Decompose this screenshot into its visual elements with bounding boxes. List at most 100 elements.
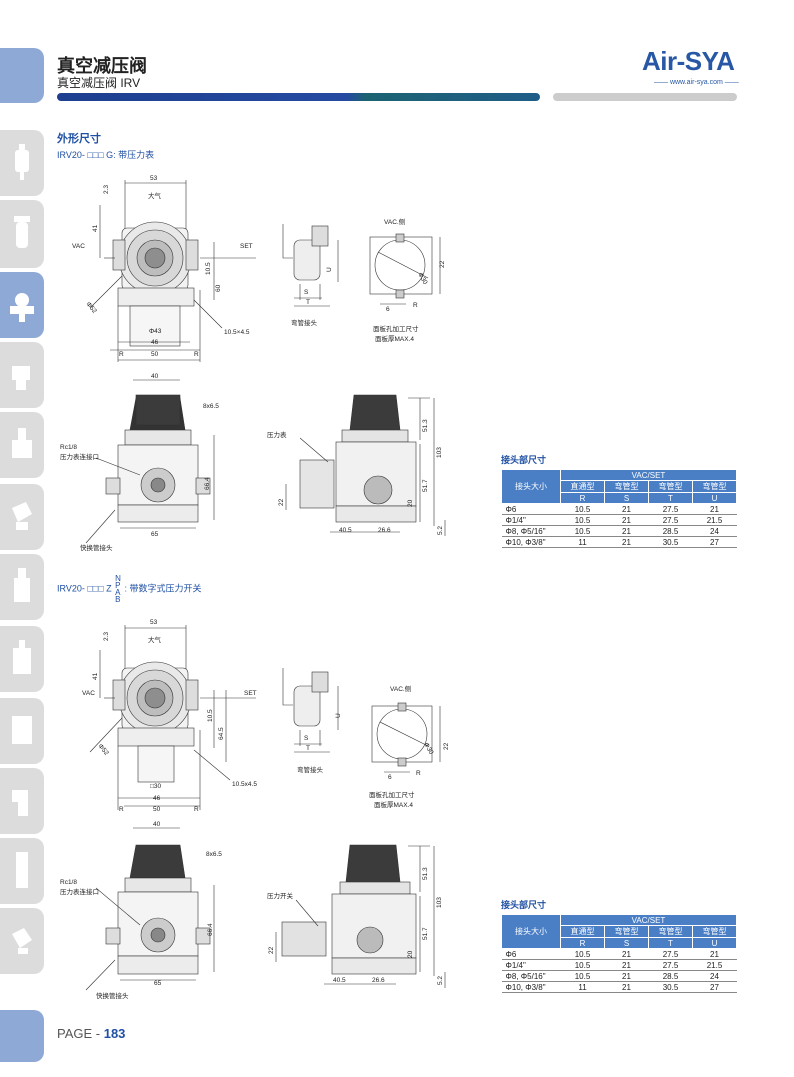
sidebar-tab-6[interactable]	[0, 484, 44, 550]
table-cell: 21	[604, 959, 649, 971]
table-cell: 21.5	[692, 959, 737, 971]
letter-p: P	[115, 581, 121, 590]
table-row: Φ6 10.5 21 27.5 21	[501, 503, 737, 515]
brand-url: —— www.air-sya.com ——	[654, 79, 739, 86]
panel-r: R	[413, 302, 418, 309]
elbow2-u: U	[335, 713, 342, 718]
elbow-icon	[10, 782, 34, 822]
panel2-vac-side: VAC.侧	[390, 684, 411, 693]
table-cell: 21	[604, 536, 649, 548]
elbow-drawing-1	[282, 224, 339, 307]
side2-dim-103: 103	[436, 897, 443, 908]
set2-label: SET	[244, 690, 257, 697]
page-title: 真空减压阀	[57, 56, 147, 76]
table-cell: 10.5	[560, 525, 605, 537]
sidebar-tab-3-active[interactable]	[0, 272, 44, 338]
front2-dim-40: 40	[153, 821, 161, 828]
sidebar-tab-9[interactable]	[0, 698, 44, 764]
side-dim-26-6: 26.6	[378, 527, 391, 534]
panel2-dim-22: 22	[443, 742, 450, 750]
sidebar-tab-11[interactable]	[0, 838, 44, 904]
table2-size: Φ10, Φ3/8"	[501, 981, 561, 993]
dim-slot: 10.5×4.5	[224, 329, 250, 336]
top-view-1	[89, 180, 256, 362]
table2-col-2: 弯管型	[648, 925, 693, 938]
table-cell: 11	[560, 536, 605, 548]
table-cell: 30.5	[648, 536, 693, 548]
dim-2-3: 2.3	[103, 185, 110, 194]
panel-dim-22: 22	[439, 260, 446, 268]
table1-size: Φ10, Φ3/8"	[501, 536, 561, 548]
table-cell: 27.5	[648, 514, 693, 526]
side-dim-103: 103	[436, 447, 443, 458]
elbow2-s: S	[304, 735, 309, 742]
sidebar-tab-5[interactable]	[0, 412, 44, 478]
side2-dim-40-5: 40.5	[333, 977, 346, 984]
panel-phi30: Φ30	[416, 272, 428, 287]
table2-letter-t: T	[648, 937, 693, 949]
front-rc: Rc1/8	[60, 444, 77, 451]
side-dim-51-7: 51.7	[422, 479, 429, 492]
sidebar-tab-1[interactable]	[0, 130, 44, 196]
dim2-phi52: Φ52	[96, 743, 110, 757]
fitting-icon	[10, 356, 34, 396]
table1-col-1: 弯管型	[604, 480, 649, 493]
side-dim-40-5: 40.5	[339, 527, 352, 534]
table-row: Φ1/4" 10.5 21 27.5 21.5	[501, 514, 737, 526]
table-cell: 30.5	[648, 981, 693, 993]
sidebar-tab-top[interactable]	[0, 48, 44, 103]
table-cell: 27.5	[648, 948, 693, 960]
panel-cutout-1	[369, 233, 441, 305]
front2-dim-66-4: 66.4	[207, 923, 214, 936]
table1-col-0: 直通型	[560, 480, 605, 493]
elbow-t: T	[306, 299, 310, 306]
brand-logo: Air-SYA	[642, 46, 735, 76]
table-cell: 21	[692, 503, 737, 515]
dim2-53: 53	[150, 619, 158, 626]
table-row: Φ8, Φ5/16" 10.5 21 28.5 24	[501, 525, 737, 537]
air-label: 大气	[148, 191, 162, 200]
dim2-10-5: 10.5	[207, 709, 214, 722]
front-view-2	[85, 827, 215, 991]
sidebar-tab-4[interactable]	[0, 342, 44, 408]
table-cell: 10.5	[560, 959, 605, 971]
table-cell: 27	[692, 981, 737, 993]
sidebar-tab-2[interactable]	[0, 200, 44, 268]
sidebar-tab-7[interactable]	[0, 554, 44, 620]
sidebar-tab-10[interactable]	[0, 768, 44, 834]
panel2-caption-1: 面板孔加工尺寸	[369, 790, 415, 799]
table-cell: 10.5	[560, 514, 605, 526]
sidebar-tab-8[interactable]	[0, 626, 44, 692]
vac2-label: VAC	[82, 690, 95, 697]
set-label: SET	[240, 243, 253, 250]
table-cell: 21	[604, 970, 649, 982]
dim-phi52: Φ52	[84, 301, 98, 315]
letter-b: B	[115, 595, 121, 604]
table1-letter-u: U	[692, 492, 737, 504]
dim2-46: 46	[153, 795, 161, 802]
manifold-icon	[10, 710, 34, 750]
block-icon	[10, 498, 34, 538]
elbow-s: S	[304, 289, 309, 296]
table-cell: 28.5	[648, 970, 693, 982]
letter-a: A	[115, 588, 121, 597]
sidebar-tab-12[interactable]	[0, 908, 44, 974]
front2-hex: 8x6.5	[206, 851, 222, 858]
side-view-1	[285, 394, 446, 536]
side-dim-20: 20	[407, 499, 414, 507]
side2-switch: 压力开关	[267, 891, 294, 900]
side2-dim-20: 20	[407, 950, 414, 958]
page-num: 183	[103, 1026, 126, 1041]
panel-caption-1: 面板孔加工尺寸	[373, 324, 419, 333]
table-cell: 21	[604, 525, 649, 537]
table2-size: Φ6	[501, 948, 561, 960]
table2-group: VAC/SET	[560, 914, 737, 926]
front-view-1	[85, 379, 215, 544]
table-cell: 10.5	[560, 970, 605, 982]
dim-60: 60	[215, 284, 222, 292]
filter-icon	[10, 142, 34, 182]
table2-size: Φ8, Φ5/16"	[501, 970, 561, 982]
lubricator-icon	[10, 212, 34, 252]
front-hex: 8x6.5	[203, 403, 219, 410]
table2-col-0: 直通型	[560, 925, 605, 938]
